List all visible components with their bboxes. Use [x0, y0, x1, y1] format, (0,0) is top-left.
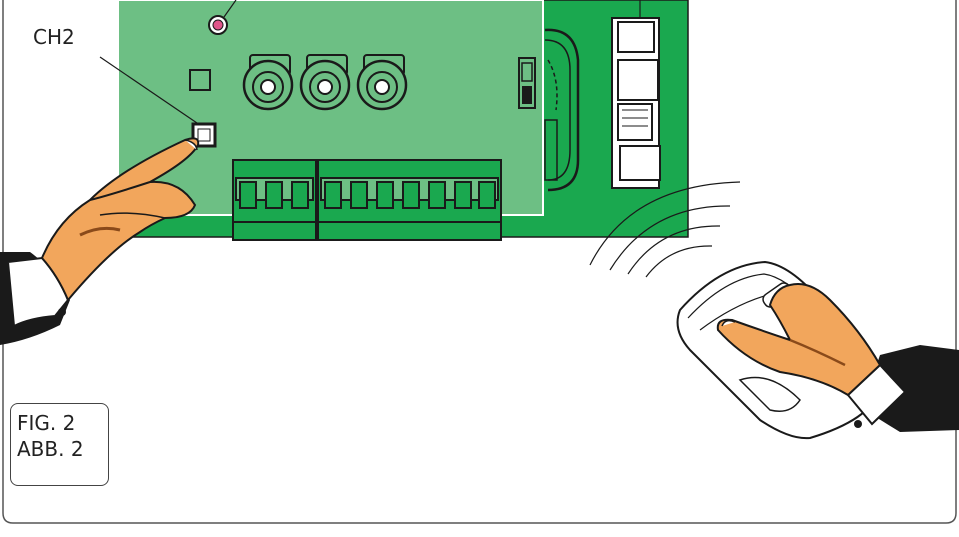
- figure-number-line1: FIG. 2: [17, 410, 108, 436]
- radio-module: [612, 0, 660, 188]
- trimmer-3: [358, 55, 406, 109]
- ch2-label: CH2: [33, 25, 75, 49]
- jumper-connector: [519, 58, 535, 108]
- left-hand-illustration: [0, 138, 198, 345]
- figure-number-line2: ABB. 2: [17, 436, 108, 462]
- terminal-block-left: [233, 160, 316, 240]
- figure-number-box: FIG. 2 ABB. 2: [10, 403, 109, 486]
- trimmer-1: [244, 55, 292, 109]
- trimmer-2: [301, 55, 349, 109]
- square-component: [190, 70, 210, 90]
- terminal-block-right: [318, 160, 501, 240]
